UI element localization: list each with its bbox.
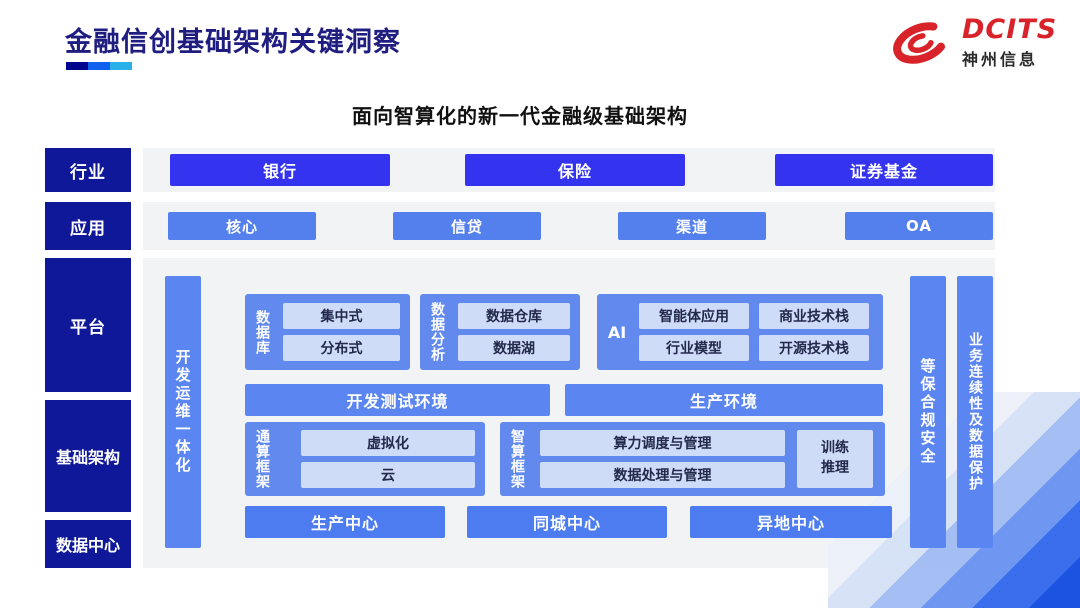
general-compute-item-virtualization: 虚拟化 xyxy=(301,430,475,456)
database-cluster-label: 数据库 xyxy=(254,309,270,355)
ai-item-opensource-stack: 开源技术栈 xyxy=(759,335,869,361)
analytics-cluster: 数据分析 数据仓库 数据湖 xyxy=(420,294,580,370)
industry-item-insurance: 保险 xyxy=(465,154,685,186)
row-label-industry: 行业 xyxy=(45,148,131,192)
ai-cluster: AI 智能体应用 商业技术栈 行业模型 开源技术栈 xyxy=(597,294,883,370)
application-item-oa: OA xyxy=(845,212,993,240)
business-continuity-bar: 业务连续性及数据保护 xyxy=(957,276,993,548)
underline-segment-dark xyxy=(66,62,88,70)
ai-item-agent-apps: 智能体应用 xyxy=(639,303,749,329)
intelligent-compute-cluster: 智算框架 算力调度与管理 数据处理与管理 训练 推理 xyxy=(500,422,885,496)
production-environment-bar: 生产环境 xyxy=(565,384,883,416)
general-compute-item-cloud: 云 xyxy=(301,462,475,488)
training-label: 训练 xyxy=(821,440,849,457)
row-label-application: 应用 xyxy=(45,202,131,250)
application-item-channel: 渠道 xyxy=(618,212,766,240)
row-label-infrastructure: 基础架构 xyxy=(45,400,131,512)
production-center-box: 生产中心 xyxy=(245,506,445,538)
general-compute-label: 通算框架 xyxy=(254,429,270,489)
database-item-centralized: 集中式 xyxy=(283,303,400,329)
analytics-item-warehouse: 数据仓库 xyxy=(458,303,570,329)
ai-item-commercial-stack: 商业技术栈 xyxy=(759,303,869,329)
dev-test-environment-bar: 开发测试环境 xyxy=(245,384,550,416)
logo-brand: DCITS xyxy=(962,14,1058,45)
industry-item-bank: 银行 xyxy=(170,154,390,186)
ai-cluster-label: AI xyxy=(607,322,627,342)
analytics-item-lake: 数据湖 xyxy=(458,335,570,361)
application-item-credit: 信贷 xyxy=(393,212,541,240)
industry-item-securities: 证券基金 xyxy=(775,154,993,186)
general-compute-cluster: 通算框架 虚拟化 云 xyxy=(245,422,485,496)
title-underline xyxy=(66,62,132,70)
devops-bar: 开发运维一体化 xyxy=(165,276,201,548)
remote-center-box: 异地中心 xyxy=(690,506,892,538)
inference-label: 推理 xyxy=(821,460,849,476)
ai-item-industry-models: 行业模型 xyxy=(639,335,749,361)
intelligent-compute-label: 智算框架 xyxy=(509,429,525,489)
underline-segment-mid xyxy=(88,62,110,70)
underline-segment-light xyxy=(110,62,132,70)
database-cluster: 数据库 集中式 分布式 xyxy=(245,294,410,370)
logo-company: 神州信息 xyxy=(962,50,1039,69)
analytics-cluster-label: 数据分析 xyxy=(429,302,445,362)
database-item-distributed: 分布式 xyxy=(283,335,400,361)
samecity-center-box: 同城中心 xyxy=(467,506,667,538)
intelligent-compute-item-dataprocessing: 数据处理与管理 xyxy=(540,462,785,488)
row-label-platform: 平台 xyxy=(45,258,131,392)
intelligent-compute-item-scheduling: 算力调度与管理 xyxy=(540,430,785,456)
logo-text: DCITS 神州信息 xyxy=(962,16,1057,70)
security-compliance-bar: 等保合规安全 xyxy=(910,276,946,548)
dcits-swirl-icon xyxy=(893,22,949,64)
row-label-datacenter: 数据中心 xyxy=(45,520,131,568)
application-item-core: 核心 xyxy=(168,212,316,240)
logo: DCITS 神州信息 xyxy=(892,16,1057,70)
training-inference-box: 训练 推理 xyxy=(797,430,873,488)
page-title: 金融信创基础架构关键洞察 xyxy=(65,27,401,58)
diagram-title: 面向智算化的新一代金融级基础架构 xyxy=(352,104,688,128)
